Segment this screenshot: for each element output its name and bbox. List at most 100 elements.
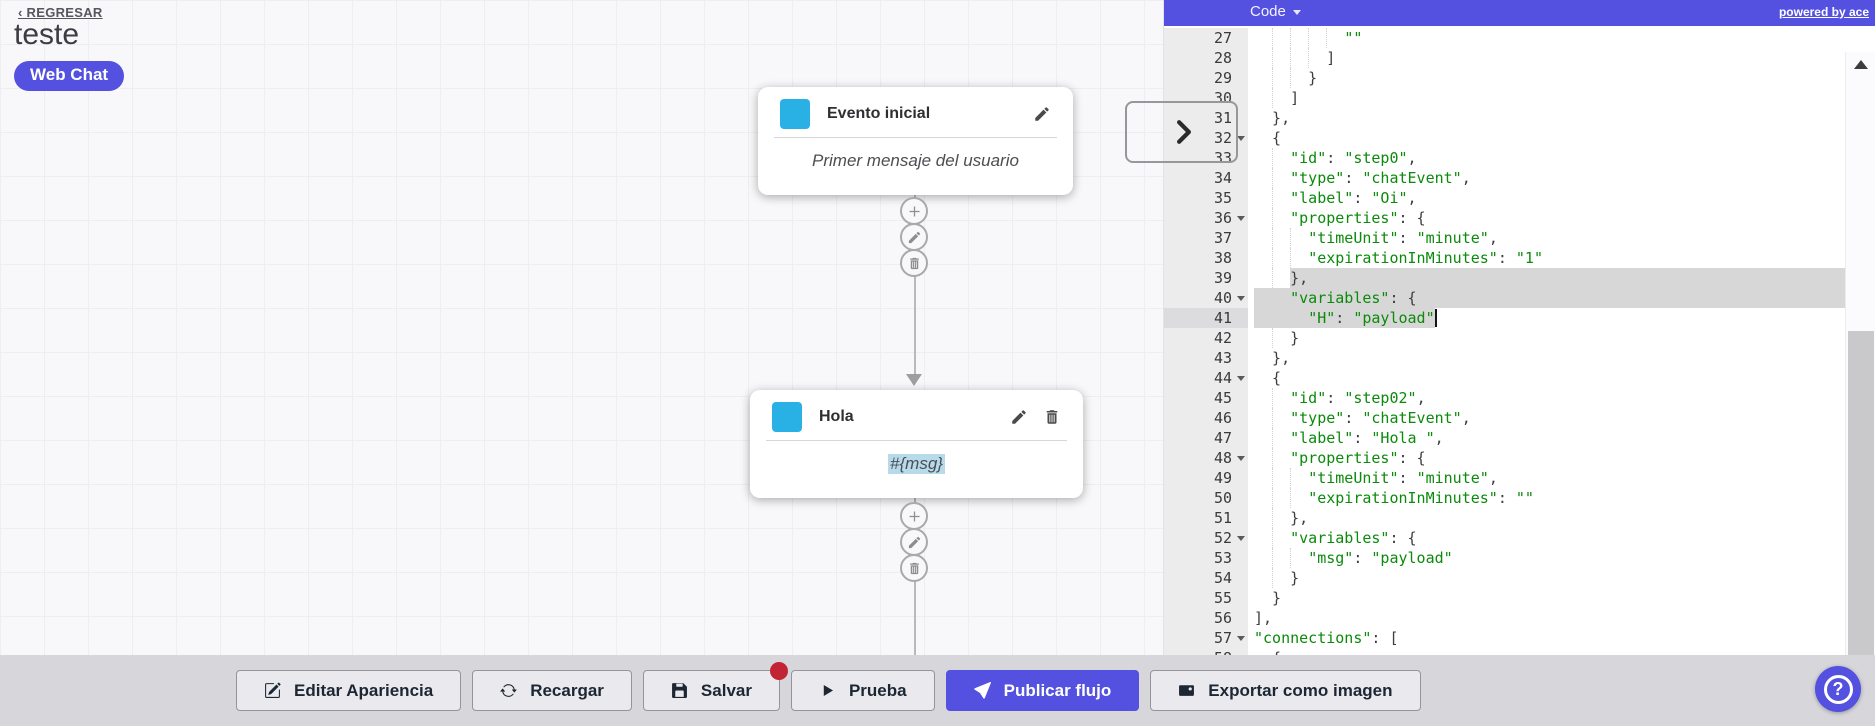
- fold-caret-icon[interactable]: [1237, 376, 1245, 381]
- gutter-line-number[interactable]: 49: [1164, 468, 1248, 488]
- code-text[interactable]: {: [1248, 648, 1845, 655]
- code-text[interactable]: {: [1254, 129, 1282, 147]
- gutter-line-number[interactable]: 40: [1164, 288, 1248, 308]
- code-text[interactable]: "H": "payload": [1248, 308, 1845, 328]
- gutter-line-number[interactable]: 31: [1164, 108, 1248, 128]
- code-line[interactable]: 41 "H": "payload": [1164, 308, 1845, 328]
- code-text[interactable]: }: [1254, 68, 1318, 88]
- delete-node-button[interactable]: [1043, 408, 1061, 426]
- code-line[interactable]: 27 "": [1164, 28, 1845, 48]
- code-text[interactable]: "id": "step02",: [1248, 388, 1845, 408]
- delete-connection-button[interactable]: [900, 249, 928, 277]
- code-line[interactable]: 31 },: [1164, 108, 1845, 128]
- add-step-button[interactable]: [900, 197, 928, 225]
- recargar-button[interactable]: Recargar: [472, 670, 632, 711]
- code-line[interactable]: 35 "label": "Oi",: [1164, 188, 1845, 208]
- edit-node-button[interactable]: [1033, 105, 1051, 123]
- code-line[interactable]: 43 },: [1164, 348, 1845, 368]
- editor-scrollbar[interactable]: [1845, 52, 1875, 655]
- gutter-line-number[interactable]: 46: [1164, 408, 1248, 428]
- flow-node-evento-inicial[interactable]: Evento inicial Primer mensaje del usuari…: [758, 87, 1073, 195]
- code-text[interactable]: "id": "step0",: [1248, 148, 1845, 168]
- code-text[interactable]: }: [1254, 328, 1300, 348]
- code-line[interactable]: 33 "id": "step0",: [1164, 148, 1845, 168]
- code-text[interactable]: },: [1254, 508, 1309, 528]
- code-line[interactable]: 56],: [1164, 608, 1845, 628]
- code-text[interactable]: "timeUnit": "minute",: [1248, 228, 1845, 248]
- code-text[interactable]: }: [1254, 568, 1300, 588]
- code-text[interactable]: "expirationInMinutes": "": [1248, 488, 1845, 508]
- code-text[interactable]: },: [1248, 268, 1845, 288]
- code-line[interactable]: 39 },: [1164, 268, 1845, 288]
- code-line[interactable]: 57 "connections": [: [1164, 628, 1845, 648]
- fold-caret-icon[interactable]: [1237, 636, 1245, 641]
- code-line[interactable]: 50 "expirationInMinutes": "": [1164, 488, 1845, 508]
- code-line[interactable]: 38 "expirationInMinutes": "1": [1164, 248, 1845, 268]
- collapse-code-panel-button[interactable]: [1125, 101, 1238, 163]
- code-line[interactable]: 37 "timeUnit": "minute",: [1164, 228, 1845, 248]
- code-area[interactable]: 27 ""28 ]29 }30 ]31 },32 {33 "id": "step…: [1164, 26, 1875, 655]
- gutter-line-number[interactable]: 47: [1164, 428, 1248, 448]
- code-line[interactable]: 36 "properties": {: [1164, 208, 1845, 228]
- code-text[interactable]: "": [1248, 28, 1845, 48]
- gutter-line-number[interactable]: 42: [1164, 328, 1248, 348]
- code-line[interactable]: 42 }: [1164, 328, 1845, 348]
- gutter-line-number[interactable]: 54: [1164, 568, 1248, 588]
- code-line[interactable]: 28 ]: [1164, 48, 1845, 68]
- code-text[interactable]: },: [1254, 349, 1291, 367]
- gutter-line-number[interactable]: 28: [1164, 48, 1248, 68]
- edit-node-button[interactable]: [1010, 408, 1028, 426]
- code-line[interactable]: 49 "timeUnit": "minute",: [1164, 468, 1845, 488]
- gutter-line-number[interactable]: 38: [1164, 248, 1248, 268]
- edit-connection-button[interactable]: [900, 528, 928, 556]
- code-line[interactable]: 29 }: [1164, 68, 1845, 88]
- gutter-line-number[interactable]: 57: [1164, 628, 1248, 648]
- scroll-up-arrow-icon[interactable]: [1854, 60, 1868, 69]
- gutter-line-number[interactable]: 58: [1164, 648, 1248, 655]
- flow-canvas[interactable]: ‹ REGRESAR teste Web Chat Evento inicial…: [0, 0, 1163, 655]
- editor-mode-dropdown[interactable]: Code: [1250, 3, 1301, 20]
- code-text[interactable]: },: [1254, 109, 1291, 127]
- salvar-button[interactable]: Salvar: [642, 662, 788, 711]
- code-text[interactable]: "label": "Hola ",: [1248, 428, 1845, 448]
- gutter-line-number[interactable]: 52: [1164, 528, 1248, 548]
- code-line[interactable]: 54 }: [1164, 568, 1845, 588]
- gutter-line-number[interactable]: 41: [1164, 308, 1248, 328]
- gutter-line-number[interactable]: 43: [1164, 348, 1248, 368]
- code-text[interactable]: "variables": {: [1248, 288, 1845, 308]
- edit-connection-button[interactable]: [900, 223, 928, 251]
- scrollbar-thumb[interactable]: [1848, 331, 1874, 655]
- fold-caret-icon[interactable]: [1237, 136, 1245, 141]
- delete-connection-button[interactable]: [900, 554, 928, 582]
- code-line[interactable]: 53 "msg": "payload": [1164, 548, 1845, 568]
- gutter-line-number[interactable]: 36: [1164, 208, 1248, 228]
- gutter-line-number[interactable]: 39: [1164, 268, 1248, 288]
- gutter-line-number[interactable]: 44: [1164, 368, 1248, 388]
- code-text[interactable]: "properties": {: [1248, 448, 1845, 468]
- code-text[interactable]: "connections": [: [1254, 629, 1399, 647]
- code-line[interactable]: 44 {: [1164, 368, 1845, 388]
- powered-by-ace-link[interactable]: powered by ace: [1778, 5, 1869, 19]
- gutter-line-number[interactable]: 50: [1164, 488, 1248, 508]
- fold-caret-icon[interactable]: [1237, 216, 1245, 221]
- code-line[interactable]: 40 "variables": {: [1164, 288, 1845, 308]
- code-text[interactable]: ]: [1254, 88, 1300, 108]
- gutter-line-number[interactable]: 51: [1164, 508, 1248, 528]
- fold-caret-icon[interactable]: [1237, 536, 1245, 541]
- code-text[interactable]: {: [1254, 369, 1282, 387]
- code-line[interactable]: 32 {: [1164, 128, 1845, 148]
- gutter-line-number[interactable]: 45: [1164, 388, 1248, 408]
- prueba-button[interactable]: Prueba: [790, 670, 935, 711]
- code-line[interactable]: 46 "type": "chatEvent",: [1164, 408, 1845, 428]
- flow-node-hola[interactable]: Hola #{msg}: [750, 390, 1083, 498]
- fold-caret-icon[interactable]: [1237, 296, 1245, 301]
- code-text[interactable]: ],: [1254, 609, 1273, 627]
- fold-caret-icon[interactable]: [1237, 456, 1245, 461]
- code-line[interactable]: 52 "variables": {: [1164, 528, 1845, 548]
- code-text[interactable]: "msg": "payload": [1248, 548, 1845, 568]
- help-button[interactable]: ?: [1815, 666, 1861, 712]
- code-text[interactable]: "variables": {: [1248, 528, 1845, 548]
- back-link[interactable]: ‹ REGRESAR: [18, 5, 103, 20]
- publicar-flujo-button[interactable]: Publicar flujo: [945, 670, 1140, 711]
- gutter-line-number[interactable]: 29: [1164, 68, 1248, 88]
